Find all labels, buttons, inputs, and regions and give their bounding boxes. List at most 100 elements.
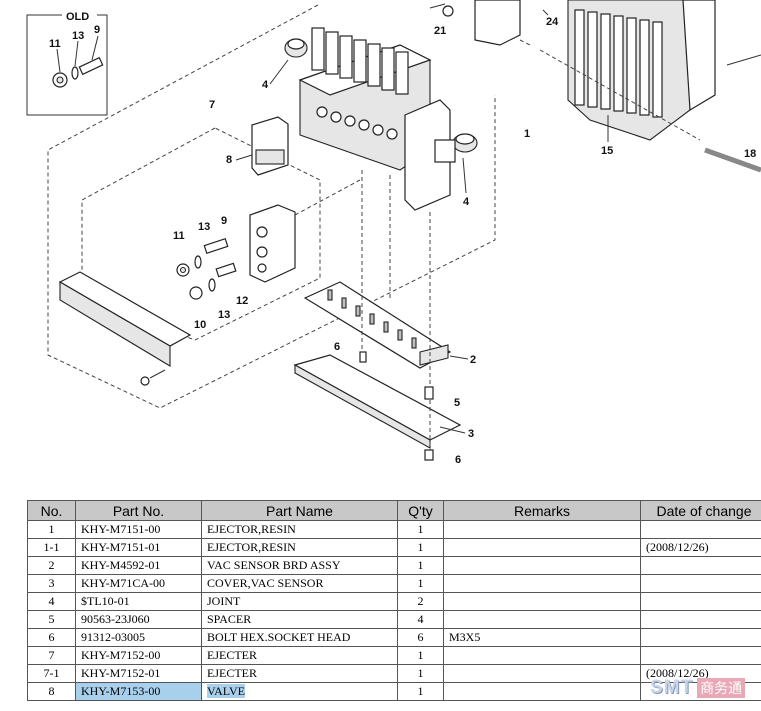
bolts-and-spacers bbox=[294, 170, 434, 461]
cell-part-no: KHY-M71CA-00 bbox=[75, 574, 202, 593]
header-remarks: Remarks bbox=[443, 500, 641, 521]
cell-no: 4 bbox=[27, 592, 76, 611]
cell-date bbox=[640, 628, 761, 647]
cell-no: 7 bbox=[27, 646, 76, 665]
cell-date: (2008/12/26) bbox=[640, 538, 761, 557]
callout-13-bottom: 13 bbox=[218, 309, 230, 321]
callout-1: 1 bbox=[524, 128, 530, 140]
upper-right-assembly bbox=[429, 0, 761, 173]
table-row: 1 KHY-M7151-00 EJECTOR,RESIN 1 bbox=[27, 520, 761, 539]
callout-13-top: 13 bbox=[198, 221, 210, 233]
cell-part-no: KHY-M7152-00 bbox=[75, 646, 202, 665]
cell-remarks bbox=[443, 574, 641, 593]
cell-date bbox=[640, 592, 761, 611]
callout-6-top: 6 bbox=[334, 341, 340, 353]
cell-qty: 1 bbox=[397, 574, 444, 593]
cell-no: 5 bbox=[27, 610, 76, 629]
part-name-highlight: VALVE bbox=[207, 684, 246, 698]
callout-24: 24 bbox=[546, 16, 559, 28]
table-row: 5 90563-23J060 SPACER 4 bbox=[27, 610, 761, 629]
cell-qty: 1 bbox=[397, 664, 444, 683]
cell-part-name: JOINT bbox=[201, 592, 398, 611]
cell-part-no: KHY-M7151-01 bbox=[75, 538, 202, 557]
cell-part-name: COVER,VAC SENSOR bbox=[201, 574, 398, 593]
parts-table: No. Part No. Part Name Q'ty Remarks Date… bbox=[27, 500, 761, 701]
callout-9: 9 bbox=[221, 215, 227, 227]
old-parts-inset: OLD bbox=[26, 11, 108, 116]
header-no: No. bbox=[27, 500, 76, 521]
header-part-name: Part Name bbox=[201, 500, 398, 521]
cell-part-no: 90563-23J060 bbox=[75, 610, 202, 629]
cell-part-no: KHY-M7153-00 bbox=[75, 682, 202, 701]
cell-date bbox=[640, 556, 761, 575]
header-date: Date of change bbox=[640, 500, 761, 521]
callout-9-old: 9 bbox=[94, 24, 100, 36]
callout-10: 10 bbox=[194, 319, 206, 331]
table-row: 3 KHY-M71CA-00 COVER,VAC SENSOR 1 bbox=[27, 574, 761, 593]
cell-part-no: 91312-03005 bbox=[75, 628, 202, 647]
callout-5: 5 bbox=[454, 397, 460, 409]
valve-manifold bbox=[284, 27, 478, 211]
table-row: 6 91312-03005 BOLT HEX.SOCKET HEAD 6 M3X… bbox=[27, 628, 761, 647]
cell-part-no: KHY-M4592-01 bbox=[75, 556, 202, 575]
cell-part-name: VAC SENSOR BRD ASSY bbox=[201, 556, 398, 575]
cell-qty: 1 bbox=[397, 646, 444, 665]
callout-numbers: 11 13 9 7 8 4 1 4 9 13 11 12 13 10 6 2 5… bbox=[49, 9, 756, 466]
callout-4-top: 4 bbox=[262, 79, 269, 91]
table-row: 7 KHY-M7152-00 EJECTER 1 bbox=[27, 646, 761, 665]
cell-remarks bbox=[443, 664, 641, 683]
cell-no: 1 bbox=[27, 520, 76, 539]
table-row: 4 $TL10-01 JOINT 2 bbox=[27, 592, 761, 611]
cell-no: 6 bbox=[27, 628, 76, 647]
cell-date bbox=[640, 520, 761, 539]
header-part-no: Part No. bbox=[75, 500, 202, 521]
cell-no: 8 bbox=[27, 682, 76, 701]
table-row: 2 KHY-M4592-01 VAC SENSOR BRD ASSY 1 bbox=[27, 556, 761, 575]
cell-part-name: EJECTOR,RESIN bbox=[201, 538, 398, 557]
callout-3: 3 bbox=[468, 428, 474, 440]
callout-6-bottom: 6 bbox=[455, 454, 461, 466]
exploded-parts-diagram: OLD bbox=[26, 0, 761, 466]
cell-qty: 4 bbox=[397, 610, 444, 629]
watermark-latin: SMT bbox=[650, 677, 694, 698]
table-row: 1-1 KHY-M7151-01 EJECTOR,RESIN 1 (2008/1… bbox=[27, 538, 761, 557]
callout-21: 21 bbox=[434, 25, 446, 37]
side-bracket bbox=[58, 271, 192, 386]
callout-13-old: 13 bbox=[72, 30, 84, 42]
cell-part-name: BOLT HEX.SOCKET HEAD bbox=[201, 628, 398, 647]
callout-11: 11 bbox=[173, 230, 185, 242]
cell-no: 3 bbox=[27, 574, 76, 593]
callout-12: 12 bbox=[236, 295, 248, 307]
cell-no: 2 bbox=[27, 556, 76, 575]
callout-7: 7 bbox=[209, 99, 215, 111]
cell-part-no: KHY-M7152-01 bbox=[75, 664, 202, 683]
cell-part-no: $TL10-01 bbox=[75, 592, 202, 611]
cell-date bbox=[640, 646, 761, 665]
cell-remarks bbox=[443, 682, 641, 701]
cell-part-name: VALVE bbox=[201, 682, 398, 701]
callout-4-right: 4 bbox=[463, 196, 470, 208]
callout-18: 18 bbox=[744, 148, 756, 160]
cell-remarks bbox=[443, 610, 641, 629]
callout-15: 15 bbox=[601, 145, 613, 157]
cell-part-name: EJECTER bbox=[201, 646, 398, 665]
cell-qty: 6 bbox=[397, 628, 444, 647]
cell-no: 1-1 bbox=[27, 538, 76, 557]
callout-8: 8 bbox=[226, 154, 232, 166]
table-header-row: No. Part No. Part Name Q'ty Remarks Date… bbox=[27, 500, 761, 521]
header-qty: Q'ty bbox=[397, 500, 444, 521]
cell-qty: 2 bbox=[397, 592, 444, 611]
assembly-1-boundary bbox=[47, 4, 496, 409]
cell-qty: 1 bbox=[397, 538, 444, 557]
callout-11-old: 11 bbox=[49, 38, 61, 50]
cell-part-no: KHY-M7151-00 bbox=[75, 520, 202, 539]
cell-qty: 1 bbox=[397, 556, 444, 575]
cell-remarks bbox=[443, 556, 641, 575]
cell-part-name: EJECTER bbox=[201, 664, 398, 683]
cell-remarks bbox=[443, 592, 641, 611]
cell-remarks bbox=[443, 646, 641, 665]
cell-qty: 1 bbox=[397, 682, 444, 701]
vac-sensor-cover bbox=[293, 354, 462, 449]
cell-part-name: SPACER bbox=[201, 610, 398, 629]
old-label: OLD bbox=[66, 11, 89, 23]
